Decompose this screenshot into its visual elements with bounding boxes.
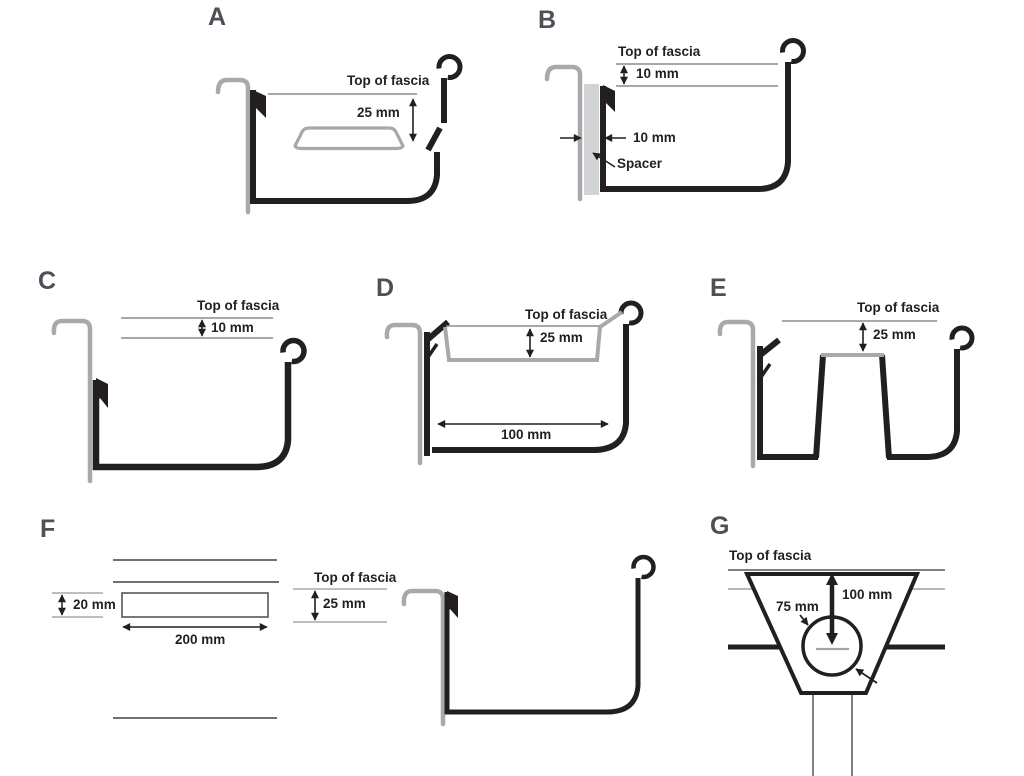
bracket-clip bbox=[447, 591, 458, 618]
depth-dimension-label: 25 mm bbox=[873, 327, 916, 342]
panel-f-section bbox=[395, 530, 695, 776]
bracket-clip bbox=[253, 90, 266, 118]
panel-a: A Top of fascia 25 mm bbox=[185, 3, 485, 230]
panel-letter: G bbox=[710, 512, 730, 540]
gutter-profile bbox=[424, 319, 629, 456]
fascia-board bbox=[215, 77, 251, 215]
panel-d: D Top of fascia 25 mm 100 mm bbox=[370, 270, 690, 475]
gutter-section-e-drawing bbox=[717, 319, 975, 469]
panel-letter: F bbox=[40, 515, 56, 543]
fascia-board bbox=[384, 322, 423, 466]
depth-arrowhead-down bbox=[826, 633, 838, 645]
bracket-clip bbox=[757, 363, 772, 381]
top-of-fascia-label: Top of fascia bbox=[857, 300, 940, 315]
width-dimension-label: 100 mm bbox=[501, 427, 552, 442]
depth-dimension-label: 25 mm bbox=[323, 596, 366, 611]
slot-height-label: 20 mm bbox=[73, 597, 116, 612]
bracket-clip bbox=[603, 85, 615, 112]
gutter-section-f-drawing bbox=[401, 554, 656, 727]
gutter-bead bbox=[280, 337, 307, 365]
gutter-profile bbox=[92, 362, 292, 471]
gutter-profile bbox=[757, 337, 960, 460]
panel-letter: E bbox=[710, 274, 727, 302]
spacer-width-label: 10 mm bbox=[633, 130, 676, 145]
fascia-board bbox=[401, 588, 446, 727]
gutter-profile bbox=[600, 62, 791, 192]
gutter-bead bbox=[780, 38, 806, 64]
top-of-fascia-label: Top of fascia bbox=[729, 548, 812, 563]
depth-arrowhead-up bbox=[826, 573, 838, 585]
spacer-leader-arrow bbox=[592, 152, 616, 168]
panel-letter: B bbox=[538, 6, 557, 34]
overflow-slot bbox=[121, 592, 269, 618]
gutter-section-a-drawing bbox=[215, 54, 463, 215]
overflow-mound bbox=[293, 126, 405, 151]
panel-f-plan: F 20 mm 200 mm Top of fascia 25 mm bbox=[30, 515, 400, 760]
gutter-bead bbox=[618, 300, 644, 326]
depth-dimension-label: 100 mm bbox=[842, 587, 893, 602]
slot-plan-drawing bbox=[52, 559, 387, 719]
panel-letter: D bbox=[376, 274, 395, 302]
bracket-clip bbox=[424, 343, 439, 361]
diameter-leader-lower bbox=[855, 668, 878, 684]
gutter-section-c-drawing bbox=[51, 317, 307, 484]
depth-dimension-label: 25 mm bbox=[540, 330, 583, 345]
gutter-bead bbox=[631, 554, 656, 580]
gutter-profile bbox=[444, 578, 641, 715]
panel-e: E Top of fascia 25 mm bbox=[700, 270, 1024, 480]
fascia-board bbox=[544, 64, 583, 202]
panel-letter: A bbox=[208, 3, 227, 31]
gutter-section-d-drawing bbox=[384, 300, 644, 466]
offset-dimension-label: 10 mm bbox=[636, 66, 679, 81]
top-of-fascia-label: Top of fascia bbox=[314, 570, 397, 585]
spacer-label: Spacer bbox=[617, 156, 663, 171]
panel-b: B Top of fascia 10 mm 10 mm Spacer bbox=[505, 5, 825, 220]
top-of-fascia-label: Top of fascia bbox=[525, 307, 608, 322]
diameter-leader-upper bbox=[799, 614, 809, 626]
outlet-funnel-drawing bbox=[728, 569, 945, 776]
top-of-fascia-label: Top of fascia bbox=[347, 73, 430, 88]
depth-dimension-label: 25 mm bbox=[357, 105, 400, 120]
top-of-fascia-label: Top of fascia bbox=[618, 44, 701, 59]
bracket-clip bbox=[96, 378, 108, 408]
fascia-board bbox=[717, 319, 756, 469]
panel-c: C Top of fascia 10 mm bbox=[30, 265, 350, 500]
panel-g: G Top of fascia 100 mm 75 mm bbox=[700, 512, 1024, 776]
panel-letter: C bbox=[38, 267, 57, 295]
gutter-section-b-drawing bbox=[544, 38, 806, 202]
liner-tray bbox=[443, 310, 624, 362]
gutter-bead bbox=[949, 325, 975, 351]
spacer-strip bbox=[584, 84, 599, 195]
outlet-diameter-label: 75 mm bbox=[776, 599, 819, 614]
offset-dimension-label: 10 mm bbox=[211, 320, 254, 335]
gutter-bead bbox=[436, 54, 463, 80]
top-of-fascia-label: Top of fascia bbox=[197, 298, 280, 313]
fascia-board bbox=[51, 318, 93, 484]
slot-width-label: 200 mm bbox=[175, 632, 226, 647]
